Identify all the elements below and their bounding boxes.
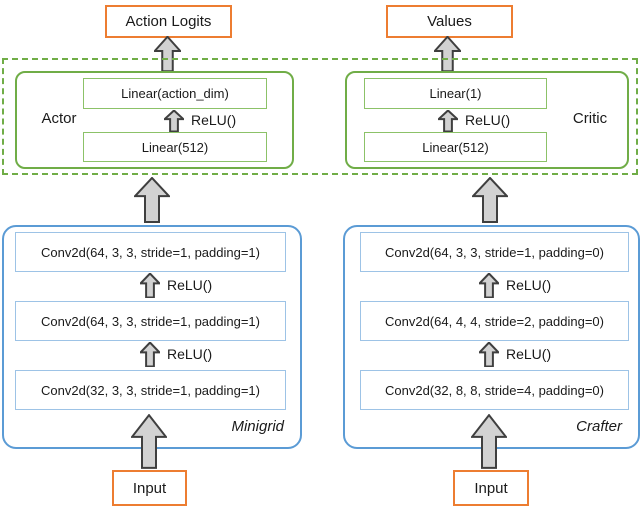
- input-to-crafter-arrow-icon: [471, 414, 507, 469]
- input-to-minigrid-arrow-icon: [131, 414, 167, 469]
- critic-relu-arrow-icon: [438, 110, 458, 132]
- minigrid-relu2-arrow-icon: [140, 342, 160, 367]
- values-label: Values: [427, 13, 472, 30]
- actor-linear-bottom-box: Linear(512): [83, 132, 267, 162]
- critic-linear-bottom-box: Linear(512): [364, 132, 547, 162]
- actor-linear-bottom-label: Linear(512): [141, 139, 209, 155]
- policy-heads-region: [2, 58, 638, 175]
- minigrid-relu1-arrow-icon: [140, 273, 160, 298]
- crafter-encoder-box: Conv2d(64, 3, 3, stride=1, padding=0) Re…: [343, 225, 640, 449]
- crafter-conv1-box: Conv2d(64, 3, 3, stride=1, padding=0): [360, 232, 629, 272]
- minigrid-relu2-label: ReLU(): [167, 346, 213, 362]
- crafter-conv2-box: Conv2d(64, 4, 4, stride=2, padding=0): [360, 301, 629, 341]
- critic-linear-bottom-label: Linear(512): [422, 139, 489, 155]
- minigrid-input-box: Input: [112, 470, 187, 506]
- crafter-input-box: Input: [453, 470, 529, 506]
- actor-linear-top-box: Linear(action_dim): [83, 78, 267, 109]
- crafter-relu1-label: ReLU(): [506, 277, 552, 293]
- minigrid-conv2-label: Conv2d(64, 3, 3, stride=1, padding=1): [41, 313, 260, 329]
- critic-linear-top-label: Linear(1): [429, 86, 482, 101]
- minigrid-conv2-box: Conv2d(64, 3, 3, stride=1, padding=1): [15, 301, 286, 341]
- actor-head-box: Actor Linear(action_dim) ReLU() Linear(5…: [15, 71, 294, 169]
- crafter-conv3-label: Conv2d(32, 8, 8, stride=4, padding=0): [385, 382, 604, 398]
- crafter-relu2-label: ReLU(): [506, 346, 552, 362]
- minigrid-env-label: Minigrid: [231, 418, 284, 435]
- minigrid-conv1-box: Conv2d(64, 3, 3, stride=1, padding=1): [15, 232, 286, 272]
- minigrid-relu1-label: ReLU(): [167, 277, 213, 293]
- crafter-conv3-box: Conv2d(32, 8, 8, stride=4, padding=0): [360, 370, 629, 410]
- crafter-conv2-label: Conv2d(64, 4, 4, stride=2, padding=0): [385, 313, 604, 329]
- minigrid-conv3-label: Conv2d(32, 3, 3, stride=1, padding=1): [41, 382, 260, 398]
- critic-relu-label: ReLU(): [465, 112, 511, 128]
- actor-relu-arrow-icon: [164, 110, 184, 132]
- critic-head-box: Critic Linear(1) ReLU() Linear(512): [345, 71, 629, 169]
- action-logits-box: Action Logits: [105, 5, 232, 38]
- crafter-input-label: Input: [474, 479, 508, 497]
- crafter-to-heads-arrow-icon: [472, 177, 508, 223]
- action-logits-label: Action Logits: [125, 13, 212, 30]
- crafter-relu2-arrow-icon: [479, 342, 499, 367]
- minigrid-input-label: Input: [132, 479, 167, 497]
- crafter-relu1-arrow-icon: [479, 273, 499, 298]
- values-box: Values: [386, 5, 513, 38]
- crafter-env-label: Crafter: [576, 418, 622, 435]
- crafter-conv1-label: Conv2d(64, 3, 3, stride=1, padding=0): [385, 244, 604, 260]
- actor-linear-top-label: Linear(action_dim): [121, 86, 229, 101]
- minigrid-to-heads-arrow-icon: [134, 177, 170, 223]
- minigrid-conv1-label: Conv2d(64, 3, 3, stride=1, padding=1): [41, 244, 260, 260]
- critic-label: Critic: [572, 110, 608, 127]
- actor-label: Actor: [41, 110, 77, 127]
- critic-linear-top-box: Linear(1): [364, 78, 547, 109]
- minigrid-conv3-box: Conv2d(32, 3, 3, stride=1, padding=1): [15, 370, 286, 410]
- actor-relu-label: ReLU(): [191, 112, 237, 128]
